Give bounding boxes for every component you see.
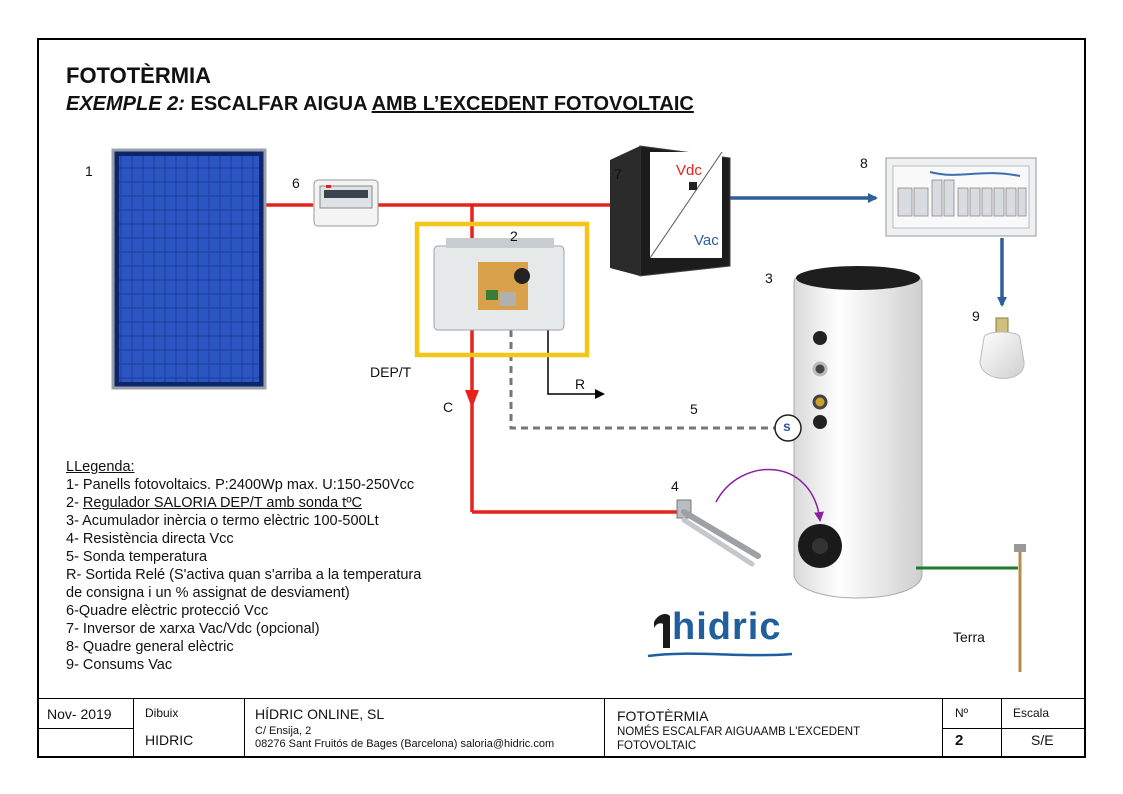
temperature-sensor bbox=[774, 414, 802, 442]
label-5: 5 bbox=[690, 401, 698, 417]
label-c: C bbox=[443, 399, 454, 415]
subtitle-underlined: AMB L’EXCEDENT FOTOVOLTAIC bbox=[371, 93, 694, 115]
hidric-logo: hidric bbox=[672, 606, 782, 648]
legend-item-r-cont: de consigna i un % assignat de desviamen… bbox=[66, 585, 350, 601]
label-terra: Terra bbox=[953, 629, 985, 645]
label-2: 2 bbox=[510, 228, 518, 244]
legend-item-5: 5- Sonda temperatura bbox=[66, 549, 208, 565]
ac-wiring bbox=[730, 193, 1007, 307]
page-title: FOTOTÈRMIA bbox=[66, 63, 212, 88]
sensor-cable bbox=[509, 330, 775, 430]
legend-item-6: 6-Quadre elèctric protecció Vcc bbox=[66, 603, 269, 619]
heating-arc-arrow bbox=[715, 468, 824, 522]
legend: LLegenda: 1- Panells fotovoltaics. P:240… bbox=[66, 458, 421, 674]
inverter bbox=[610, 145, 731, 277]
tb-date: Nov- 2019 bbox=[47, 706, 112, 722]
main-electrical-panel bbox=[885, 157, 1037, 237]
tb-address-2: 08276 Sant Fruitós de Bages (Barcelona) … bbox=[255, 738, 555, 750]
legend-item-1: 1- Panells fotovoltaics. P:2400Wp max. U… bbox=[66, 477, 415, 493]
pv-panel bbox=[111, 148, 267, 390]
legend-item-3: 3- Acumulador inèrcia o termo elèctric 1… bbox=[66, 513, 379, 529]
legend-item-9: 9- Consums Vac bbox=[66, 657, 173, 673]
tb-scale-label: Escala bbox=[1013, 706, 1050, 720]
light-bulb bbox=[979, 317, 1025, 379]
tb-scale-value: S/E bbox=[1031, 732, 1054, 748]
tb-drawn-label: Dibuix bbox=[145, 706, 179, 720]
label-1: 1 bbox=[85, 163, 93, 179]
legend-item-2: 2- Regulador SALORIA DEP/T amb sonda tºC bbox=[66, 495, 362, 511]
hidric-logo-mark bbox=[647, 614, 793, 658]
tb-description-2: FOTOVOLTAIC bbox=[617, 740, 697, 752]
tb-project: FOTOTÈRMIA bbox=[617, 708, 709, 724]
dc-protection-box bbox=[313, 179, 379, 227]
subtitle-example: EXEMPLE 2: bbox=[66, 93, 185, 115]
regulator-dep-t bbox=[414, 221, 590, 358]
current-direction-arrow bbox=[465, 390, 479, 408]
drawing-sheet bbox=[37, 38, 1086, 758]
tb-number-value: 2 bbox=[955, 732, 964, 749]
relay-output-line bbox=[547, 330, 605, 399]
legend-item-7: 7- Inversor de xarxa Vac/Vdc (opcional) bbox=[66, 621, 320, 637]
tb-drawn-value: HIDRIC bbox=[145, 732, 194, 748]
label-r: R bbox=[575, 376, 586, 392]
label-s: s bbox=[783, 418, 791, 434]
label-9: 9 bbox=[972, 308, 980, 324]
legend-item-r: R- Sortida Relé (S'activa quan s'arriba … bbox=[66, 567, 422, 583]
legend-item-4: 4- Resistència directa Vcc bbox=[66, 531, 234, 547]
water-tank bbox=[793, 266, 923, 599]
subtitle-plain: ESCALFAR AIGUA bbox=[184, 93, 372, 115]
label-vac: Vac bbox=[694, 232, 719, 249]
tb-description-1: NOMÉS ESCALFAR AIGUAAMB L'EXCEDENT bbox=[617, 726, 861, 738]
label-dep-t: DEP/T bbox=[370, 364, 412, 380]
label-vdc: Vdc bbox=[676, 162, 702, 179]
heating-resistance bbox=[676, 499, 761, 567]
tb-company: HÍDRIC ONLINE, SL bbox=[255, 706, 385, 722]
page-subtitle: EXEMPLE 2: ESCALFAR AIGUA AMB L’EXCEDENT… bbox=[66, 93, 694, 116]
label-7: 7 bbox=[614, 166, 622, 182]
dc-wiring bbox=[265, 203, 688, 514]
tb-address-1: C/ Ensija, 2 bbox=[255, 725, 312, 737]
label-8: 8 bbox=[860, 155, 868, 171]
label-4: 4 bbox=[671, 478, 679, 494]
tb-number-label: Nº bbox=[955, 706, 969, 720]
label-3: 3 bbox=[765, 270, 773, 286]
earth-connection bbox=[916, 544, 1026, 672]
label-6: 6 bbox=[292, 175, 300, 191]
legend-item-8: 8- Quadre general elèctric bbox=[66, 639, 234, 655]
legend-item-2-link: Regulador SALORIA DEP/T amb sonda tºC bbox=[82, 495, 362, 511]
title-block: Nov- 2019 Dibuix HIDRIC HÍDRIC ONLINE, S… bbox=[37, 698, 1086, 758]
legend-heading: LLegenda: bbox=[66, 459, 135, 475]
